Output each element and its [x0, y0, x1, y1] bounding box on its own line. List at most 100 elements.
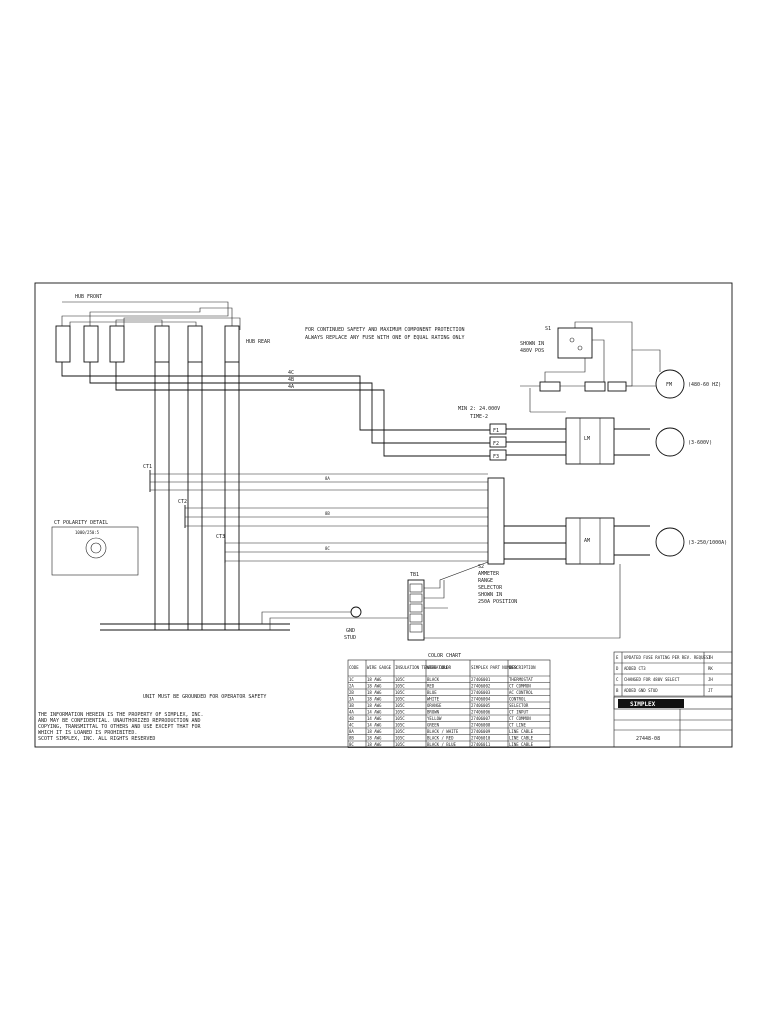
fuse-f1: F1 — [493, 428, 499, 434]
table-cell: BLACK — [427, 677, 440, 682]
table-header-cell: WIRE COLOR — [427, 665, 452, 670]
table-cell: CT INPUT — [509, 710, 529, 715]
revision-letter: D — [616, 666, 619, 671]
selector-to-ammeter — [504, 525, 566, 560]
table-cell: 105C — [395, 710, 405, 715]
table-cell: 18 AWG — [367, 703, 382, 708]
table-cell: AC CONTROL — [509, 690, 534, 695]
table-cell: 18 AWG — [367, 677, 382, 682]
revision-description: CHANGED FOR 480V SELECT — [624, 677, 680, 682]
revision-initials: JT — [708, 688, 713, 693]
table-cell: YELLOW — [427, 716, 442, 721]
table-cell: BLUE — [427, 690, 437, 695]
table-cell: 105C — [395, 703, 405, 708]
table-cell: 27406009 — [471, 729, 491, 734]
table-cell: 27406008 — [471, 723, 491, 728]
table-cell: CT COMMON — [509, 716, 531, 721]
table-cell: BROWN — [427, 710, 440, 715]
bus-label-1: 4C — [288, 370, 294, 376]
ammeter-dial — [655, 527, 685, 557]
ct-wire-b: 8B — [325, 511, 330, 516]
selector-shown: SHOWN IN — [478, 592, 502, 598]
ammeter-rating: (3-250/1000A) — [688, 540, 727, 546]
hub-front-label: HUB FRONT — [75, 294, 102, 300]
fuse-spec-1: MIN 2: 24.000V — [458, 406, 500, 412]
revision-letter: C — [616, 677, 619, 682]
table-cell: 18 AWG — [367, 684, 382, 689]
top-jumpers — [61, 301, 241, 330]
ct1-label: CT1 — [143, 464, 152, 470]
table-cell: 4C — [349, 723, 354, 728]
ct-detail-label: CT POLARITY DETAIL — [54, 520, 108, 526]
selector-s2: S2 — [478, 564, 484, 570]
table-cell: CT LINE — [509, 723, 526, 728]
table-cell: 105C — [395, 723, 405, 728]
prop-line-1: THE INFORMATION HEREIN IS THE PROPERTY O… — [38, 712, 204, 718]
table-cell: 14 AWG — [367, 723, 382, 728]
table-cell: 27406010 — [471, 736, 491, 741]
table-cell: 3B — [349, 703, 354, 708]
table-cell: 27406006 — [471, 710, 491, 715]
revision-letter: B — [616, 688, 619, 693]
table-header-cell: WIRE GAUGE — [367, 665, 392, 670]
selector-position: 250A POSITION — [478, 599, 517, 605]
resistor-chain — [520, 381, 656, 392]
ammeter-box — [565, 517, 615, 565]
fuse-spec-2: TIME-2 — [470, 414, 488, 420]
note-line-1: FOR CONTINUED SAFETY AND MAXIMUM COMPONE… — [305, 327, 465, 333]
table-cell: 14 AWG — [367, 710, 382, 715]
table-cell: CONTROL — [509, 697, 526, 702]
revision-description: ADDED GND STUD — [624, 688, 658, 693]
table-cell: BLACK / RED — [427, 736, 454, 741]
table-cell: 1C — [349, 677, 354, 682]
table-cell: 27406007 — [471, 716, 491, 721]
table-cell: 27406011 — [471, 742, 491, 747]
table-cell: CT COMMON — [509, 684, 531, 689]
table-cell: 2B — [349, 690, 354, 695]
volt-meter-rating: (3-600V) — [688, 440, 712, 446]
prop-line-5: SCOTT SIMPLEX, INC. ALL RIGHTS RESERVED — [38, 736, 155, 742]
prop-line-4: WHICH IT IS LOANED IS PROHIBITED. — [38, 730, 137, 736]
note-line-2: ALWAYS REPLACE ANY FUSE WITH ONE OF EQUA… — [305, 335, 465, 341]
s1-label: S1 — [545, 326, 551, 332]
table-cell: 14 AWG — [367, 716, 382, 721]
table-cell: 105C — [395, 742, 405, 747]
sheet-border — [34, 282, 733, 748]
selector-selector: SELECTOR — [478, 585, 503, 591]
table-cell: 105C — [395, 684, 405, 689]
table-cell: THERMOSTAT — [509, 677, 534, 682]
selector-ammeter: AMMETER — [478, 571, 500, 577]
selector-range: RANGE — [478, 578, 493, 584]
prop-line-3: COPYING, TRANSMITTAL TO OTHERS AND USE E… — [38, 724, 202, 730]
bus-label-2: 4B — [288, 377, 294, 383]
table-cell: 105C — [395, 736, 405, 741]
vertical-drops — [154, 362, 240, 630]
table-cell: 8A — [349, 729, 354, 734]
table-cell: 27406005 — [471, 703, 491, 708]
table-header-cell: CODE — [349, 665, 359, 670]
table-cell: 105C — [395, 697, 405, 702]
revision-letter: E — [616, 655, 619, 660]
hub-rear-label: HUB REAR — [246, 339, 271, 345]
ct-polarity-detail — [51, 526, 139, 576]
table-header-cell: SIMPLEX PART NUMBER — [471, 665, 517, 670]
drawing-number: 27448-08 — [636, 736, 660, 742]
table-cell: 8B — [349, 736, 354, 741]
ct3-label: CT3 — [216, 534, 225, 540]
table-cell: LINE CABLE — [509, 742, 534, 747]
freq-meter-label: FM — [666, 382, 672, 388]
freq-meter-dial — [655, 369, 685, 399]
table-cell: 18 AWG — [367, 690, 382, 695]
table-cell: 27406002 — [471, 684, 491, 689]
fuse-f3: F3 — [493, 454, 499, 460]
table-cell: 4A — [349, 710, 354, 715]
table-header-cell: DESCRIPTION — [509, 665, 536, 670]
volt-meter-label: LM — [584, 436, 590, 442]
table-cell: WHITE — [427, 697, 440, 702]
table-cell: 18 AWG — [367, 742, 382, 747]
fuse-to-meter — [506, 388, 566, 456]
fuse-f2: F2 — [493, 441, 499, 447]
